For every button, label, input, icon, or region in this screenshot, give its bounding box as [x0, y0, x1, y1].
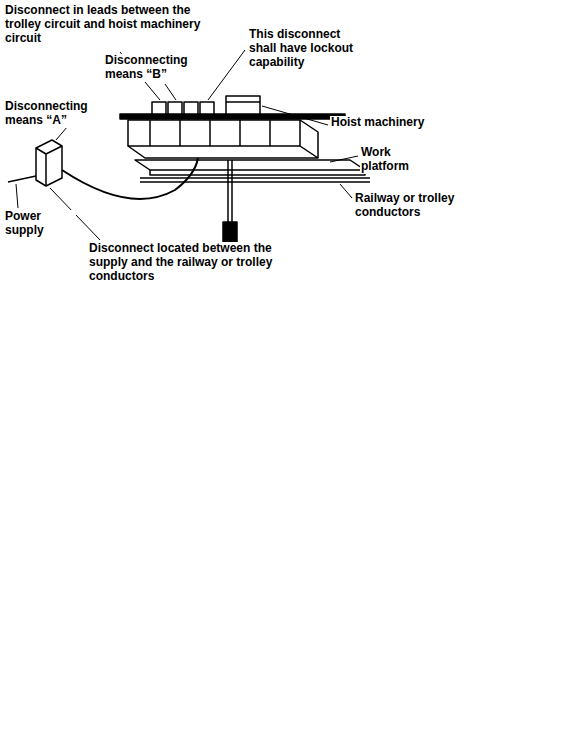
callout-label: Disconnect located between the supply an… [88, 242, 285, 283]
callout-label: Disconnecting means “A” [4, 100, 116, 128]
trolley-frame-side [300, 120, 318, 158]
disconnect-box-a [36, 140, 62, 186]
feeder-cable [62, 158, 198, 199]
callout-label: Work platform [360, 146, 442, 174]
callout-label: Railway or trolley conductors [354, 192, 486, 220]
hoist-rope [227, 160, 229, 222]
disconnect-boxes [152, 102, 214, 114]
hoist-machinery [226, 96, 260, 114]
callout-label: This disconnect shall have lockout capab… [248, 28, 368, 69]
callout-label: Hoist machinery [330, 116, 432, 130]
hook-block [223, 222, 237, 244]
callout-label: Disconnect in leads between the trolley … [4, 4, 206, 45]
trolley-conductor [140, 177, 370, 179]
power-supply-line [8, 176, 36, 182]
trolley-frame [128, 120, 300, 146]
callout-label: Disconnecting means “B” [104, 54, 216, 82]
trolley-frame-side [128, 146, 318, 158]
callout-label: Power supply [4, 210, 76, 238]
trolley-conductor [140, 181, 370, 183]
